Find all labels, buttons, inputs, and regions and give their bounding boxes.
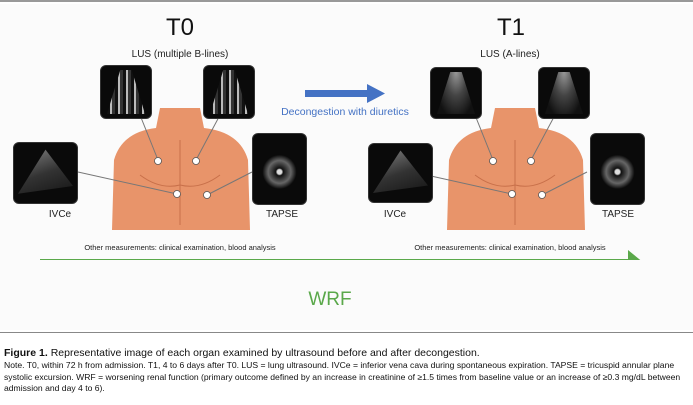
caption-divider xyxy=(0,332,693,333)
t1-lus-label: LUS (A-lines) xyxy=(480,49,540,60)
t0-title: T0 xyxy=(165,14,194,41)
t1-tapse-label: TAPSE xyxy=(601,209,635,220)
wrf-label: WRF xyxy=(308,289,352,310)
figure-title: Representative image of each organ exami… xyxy=(50,347,480,359)
decongestion-arrow-icon xyxy=(305,84,385,103)
t1-lus-left-image xyxy=(430,67,482,119)
t0-ivce-label: IVCe xyxy=(48,209,72,220)
torso-t0 xyxy=(77,108,253,230)
t1-tapse-image xyxy=(590,133,645,205)
t0-lus-label: LUS (multiple B-lines) xyxy=(131,49,229,60)
figure-label: Figure 1. xyxy=(4,347,48,359)
t1-ivce-label: IVCe xyxy=(383,209,407,220)
decongestion-label: Decongestion with diuretics xyxy=(281,106,409,118)
wrf-arrow-icon xyxy=(40,250,641,260)
t1-ivce-image xyxy=(368,143,433,203)
t1-title: T1 xyxy=(496,14,525,41)
t0-other-measurements: Other measurements: clinical examination… xyxy=(84,243,276,252)
t0-lus-right-image xyxy=(203,65,255,119)
top-border xyxy=(0,0,693,2)
t0-tapse-image xyxy=(252,133,307,205)
t0-ivce-image xyxy=(13,142,78,204)
torso-t1 xyxy=(412,108,588,230)
torso-diagram xyxy=(40,84,641,260)
t1-other-measurements: Other measurements: clinical examination… xyxy=(414,243,606,252)
t0-tapse-label: TAPSE xyxy=(265,209,299,220)
figure-caption-title: Figure 1. Representative image of each o… xyxy=(4,347,692,360)
t0-lus-left-image xyxy=(100,65,152,119)
figure-note: Note. T0, within 72 h from admission. T1… xyxy=(4,360,681,393)
t1-lus-right-image xyxy=(538,67,590,119)
